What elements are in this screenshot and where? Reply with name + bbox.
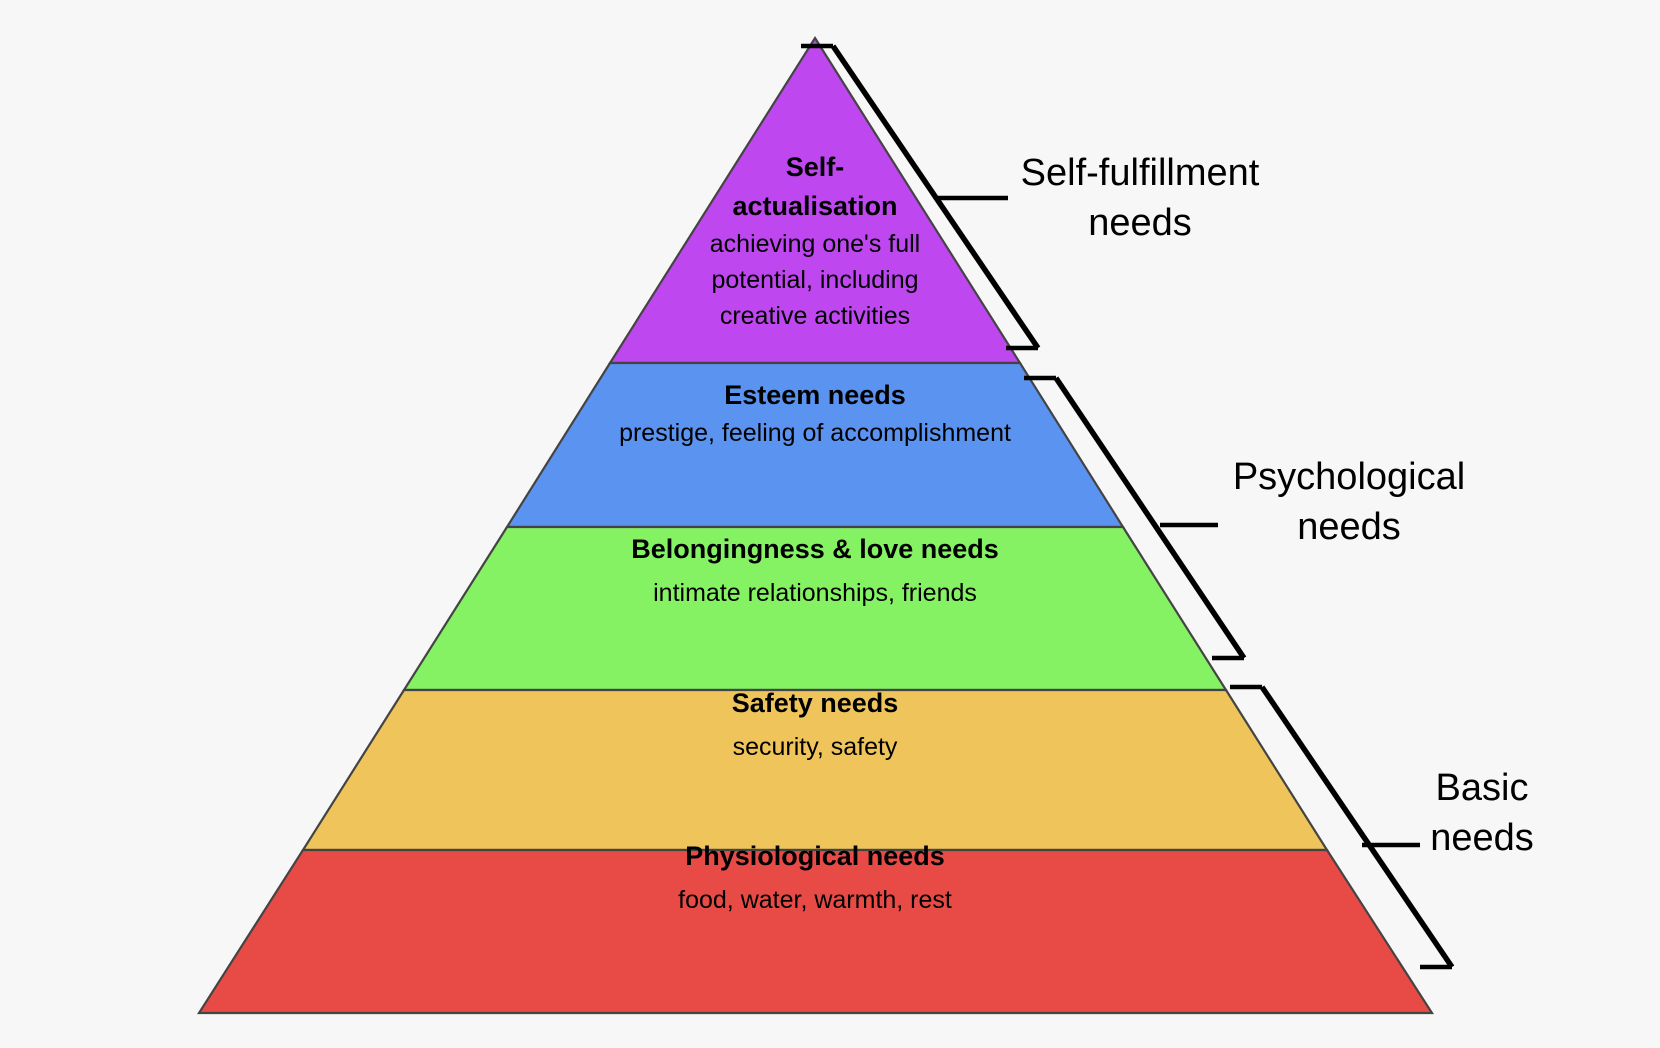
- tier-desc-physiological: food, water, warmth, rest: [678, 886, 952, 914]
- bracket-label-basic-line1: Basic: [1436, 767, 1529, 809]
- bracket-label-basic-line2: needs: [1430, 817, 1534, 859]
- tier-title-physiological: Physiological needs: [685, 841, 945, 871]
- tier-desc-self-actualisation-line2: potential, including: [711, 266, 918, 294]
- bracket-label-psychological-line2: needs: [1297, 506, 1401, 548]
- pyramid-tier-safety[interactable]: Safety needs security, safety: [301, 688, 1329, 852]
- pyramid-tier-self-actualisation[interactable]: Self- actualisation achieving one's full…: [608, 35, 1022, 365]
- tier-title-safety: Safety needs: [732, 688, 899, 718]
- tier-desc-safety: security, safety: [733, 733, 898, 761]
- tier-title-self-actualisation-line2: actualisation: [732, 191, 897, 221]
- bracket-label-self-fulfillment-line1: Self-fulfillment: [1021, 152, 1260, 194]
- bracket-self-fulfillment: Self-fulfillment needs: [801, 43, 1260, 351]
- bracket-basic-line: [1259, 685, 1455, 969]
- bracket-basic: Basic needs: [1230, 684, 1534, 970]
- bracket-self-fulfillment-line: [830, 44, 1041, 350]
- tier-title-self-actualisation: Self-: [786, 152, 845, 182]
- tier-shape-physiological: [196, 848, 1435, 1015]
- bracket-psychological: Psychological needs: [1024, 375, 1465, 661]
- pyramid-tier-esteem[interactable]: Esteem needs prestige, feeling of accomp…: [505, 361, 1125, 529]
- tier-desc-self-actualisation-line1: achieving one's full: [710, 230, 920, 258]
- bracket-label-self-fulfillment-line2: needs: [1088, 202, 1192, 244]
- pyramid-tier-belongingness-love[interactable]: Belongingness & love needs intimate rela…: [402, 525, 1228, 692]
- pyramid-tier-physiological[interactable]: Physiological needs food, water, warmth,…: [196, 841, 1435, 1015]
- tier-title-belongingness-love: Belongingness & love needs: [631, 534, 999, 564]
- bracket-psychological-line: [1053, 376, 1247, 660]
- tier-desc-belongingness-love: intimate relationships, friends: [653, 579, 977, 607]
- tier-desc-esteem: prestige, feeling of accomplishment: [619, 419, 1011, 447]
- bracket-label-psychological-line1: Psychological: [1233, 456, 1465, 498]
- tier-title-esteem: Esteem needs: [724, 380, 906, 410]
- tier-desc-self-actualisation-line3: creative activities: [720, 302, 910, 330]
